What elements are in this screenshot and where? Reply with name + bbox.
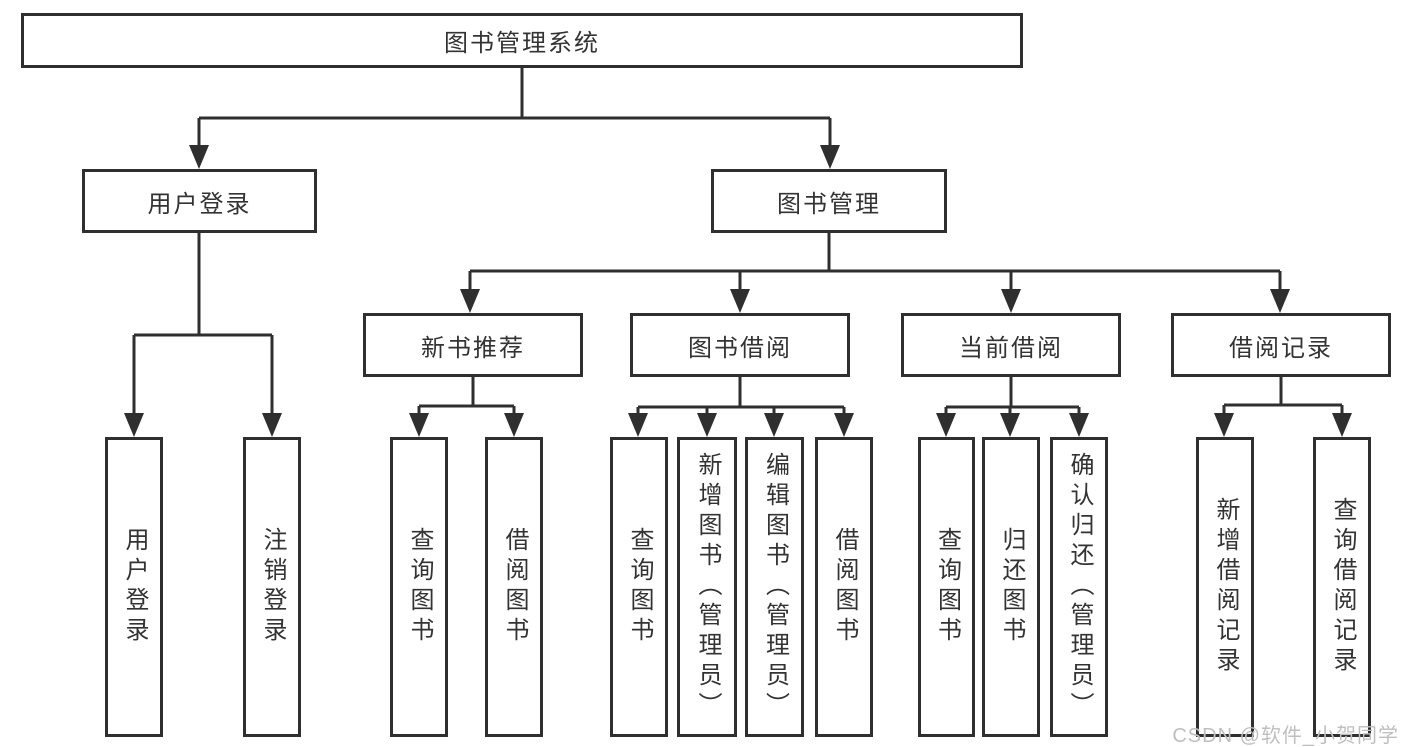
leaf-add-books-admin: 新增图书（管理员）: [677, 437, 737, 737]
leaf-edit-books-admin: 编辑图书（管理员）: [745, 437, 804, 737]
leaf-recommend-query-books: 查询图书: [390, 437, 448, 737]
leaf-borrow-query-books: 查询图书: [610, 437, 668, 737]
connector-new-book-recommend: [409, 377, 524, 437]
node-new-book-recommend: 新书推荐: [363, 313, 583, 377]
connector-user-login: [124, 233, 282, 437]
leaf-return-books: 归还图书: [982, 437, 1040, 737]
connector-book-management: [460, 233, 1290, 313]
node-book-management: 图书管理: [711, 169, 947, 233]
leaf-borrow-books: 借阅图书: [815, 437, 873, 737]
node-user-login: 用户登录: [82, 169, 317, 233]
connector-root: [189, 68, 840, 169]
leaf-confirm-return-admin: 确认归还（管理员）: [1050, 437, 1108, 737]
connector-current-borrow: [936, 377, 1089, 437]
node-current-borrow: 当前借阅: [901, 313, 1121, 377]
connector-book-borrow: [628, 377, 854, 437]
leaf-recommend-borrow-books: 借阅图书: [485, 437, 543, 737]
node-borrow-records: 借阅记录: [1171, 313, 1391, 377]
leaf-add-borrow-record: 新增借阅记录: [1196, 437, 1254, 737]
leaf-query-borrow-record: 查询借阅记录: [1313, 437, 1371, 737]
leaf-user-login: 用户登录: [105, 437, 163, 737]
connector-borrow-records: [1214, 377, 1352, 437]
node-book-borrow: 图书借阅: [630, 313, 850, 377]
node-root: 图书管理系统: [21, 13, 1023, 68]
leaf-current-query-books: 查询图书: [918, 437, 975, 737]
leaf-logout: 注销登录: [243, 437, 301, 737]
